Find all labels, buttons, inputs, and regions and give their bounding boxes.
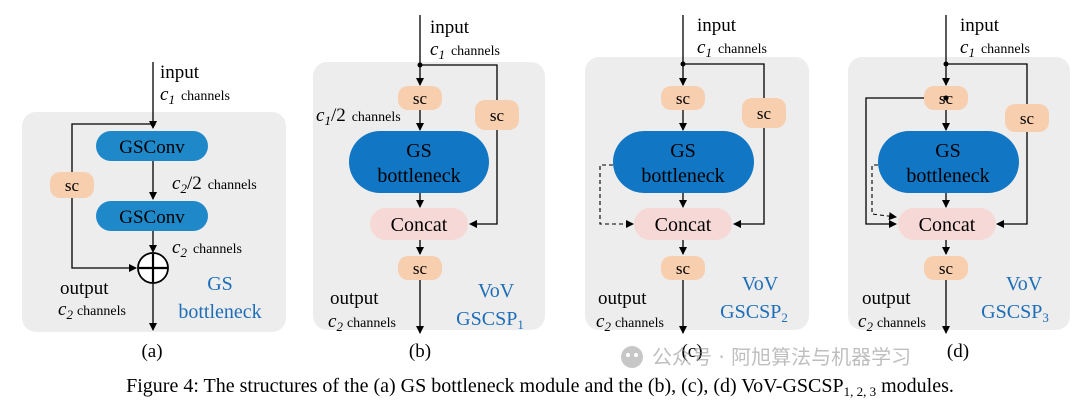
concat-box-d <box>898 208 996 240</box>
svg-text:GS: GS <box>670 140 696 162</box>
concat-box-c <box>634 208 732 240</box>
svg-text:GS: GS <box>935 140 961 162</box>
svg-text:input: input <box>960 15 1000 36</box>
watermark: 公众号 · 阿旭算法与机器学习 <box>621 345 911 369</box>
svg-text:bottleneck: bottleneck <box>377 165 460 187</box>
gs-bottleneck-box-c <box>613 131 754 193</box>
panel-c-title-2: GSCSP2 <box>720 301 788 325</box>
svg-text:bottleneck: bottleneck <box>906 165 989 187</box>
sc-box-b3 <box>398 256 442 280</box>
svg-text:input: input <box>697 15 737 36</box>
panel-b-title-2: GSCSP1 <box>456 308 524 332</box>
svg-text:sc: sc <box>1020 109 1035 128</box>
sc-box-d3 <box>924 256 968 280</box>
sc-label-a: sc <box>65 176 80 195</box>
svg-text:output: output <box>598 288 647 309</box>
sc-box-c3 <box>661 256 705 280</box>
watermark-text: 公众号 · 阿旭算法与机器学习 <box>652 345 911 369</box>
gs-bottleneck-box-b <box>349 131 489 193</box>
svg-text:bottleneck: bottleneck <box>641 165 724 187</box>
sc-box-c2 <box>742 98 786 128</box>
panel-a-title-1: GS <box>207 273 233 295</box>
panel-d-title-2: GSCSP3 <box>981 301 1049 325</box>
gsconv-label-2: GSConv <box>119 207 185 228</box>
panel-d-title-1: VoV <box>1006 273 1043 295</box>
svg-text:sc: sc <box>676 259 691 278</box>
concat-box-b <box>370 208 468 240</box>
svg-text:sc: sc <box>490 106 505 125</box>
svg-text:output: output <box>862 288 911 309</box>
svg-text:Concat: Concat <box>391 214 448 236</box>
wechat-icon <box>621 346 643 368</box>
panel-d-tag: (d) <box>947 341 969 362</box>
panel-c-title-1: VoV <box>742 273 779 295</box>
figure-caption: Figure 4: The structures of the (a) GS b… <box>126 375 954 399</box>
svg-text:sc: sc <box>939 259 954 278</box>
panel-b-tag: (b) <box>409 341 431 362</box>
svg-text:sc: sc <box>757 104 772 123</box>
svg-text:Concat: Concat <box>655 214 712 236</box>
svg-text:Concat: Concat <box>919 214 976 236</box>
input-label-b: input <box>430 17 470 38</box>
output-label-a: output <box>60 278 109 299</box>
sc-box-c1 <box>661 86 705 110</box>
panel-a-title-2: bottleneck <box>178 301 261 323</box>
input-label-a: input <box>160 62 200 83</box>
svg-text:sc: sc <box>413 259 428 278</box>
svg-text:sc: sc <box>413 89 428 108</box>
gsconv-box-2 <box>96 201 208 231</box>
gsconv-label-1: GSConv <box>119 137 185 158</box>
sc-box-d2 <box>1005 104 1049 132</box>
gs-bottleneck-box-d <box>878 131 1019 193</box>
sc-box-a <box>50 172 94 198</box>
sc-box-b1 <box>398 86 442 110</box>
panel-a-tag: (a) <box>141 341 162 362</box>
gsconv-box-1 <box>96 131 208 161</box>
svg-text:sc: sc <box>676 89 691 108</box>
svg-text:output: output <box>330 288 379 309</box>
sc-box-b2 <box>475 100 519 130</box>
panel-b-title-1: VoV <box>478 280 515 302</box>
svg-text:GS: GS <box>406 140 432 162</box>
panel-c-tag: (c) <box>681 341 702 362</box>
